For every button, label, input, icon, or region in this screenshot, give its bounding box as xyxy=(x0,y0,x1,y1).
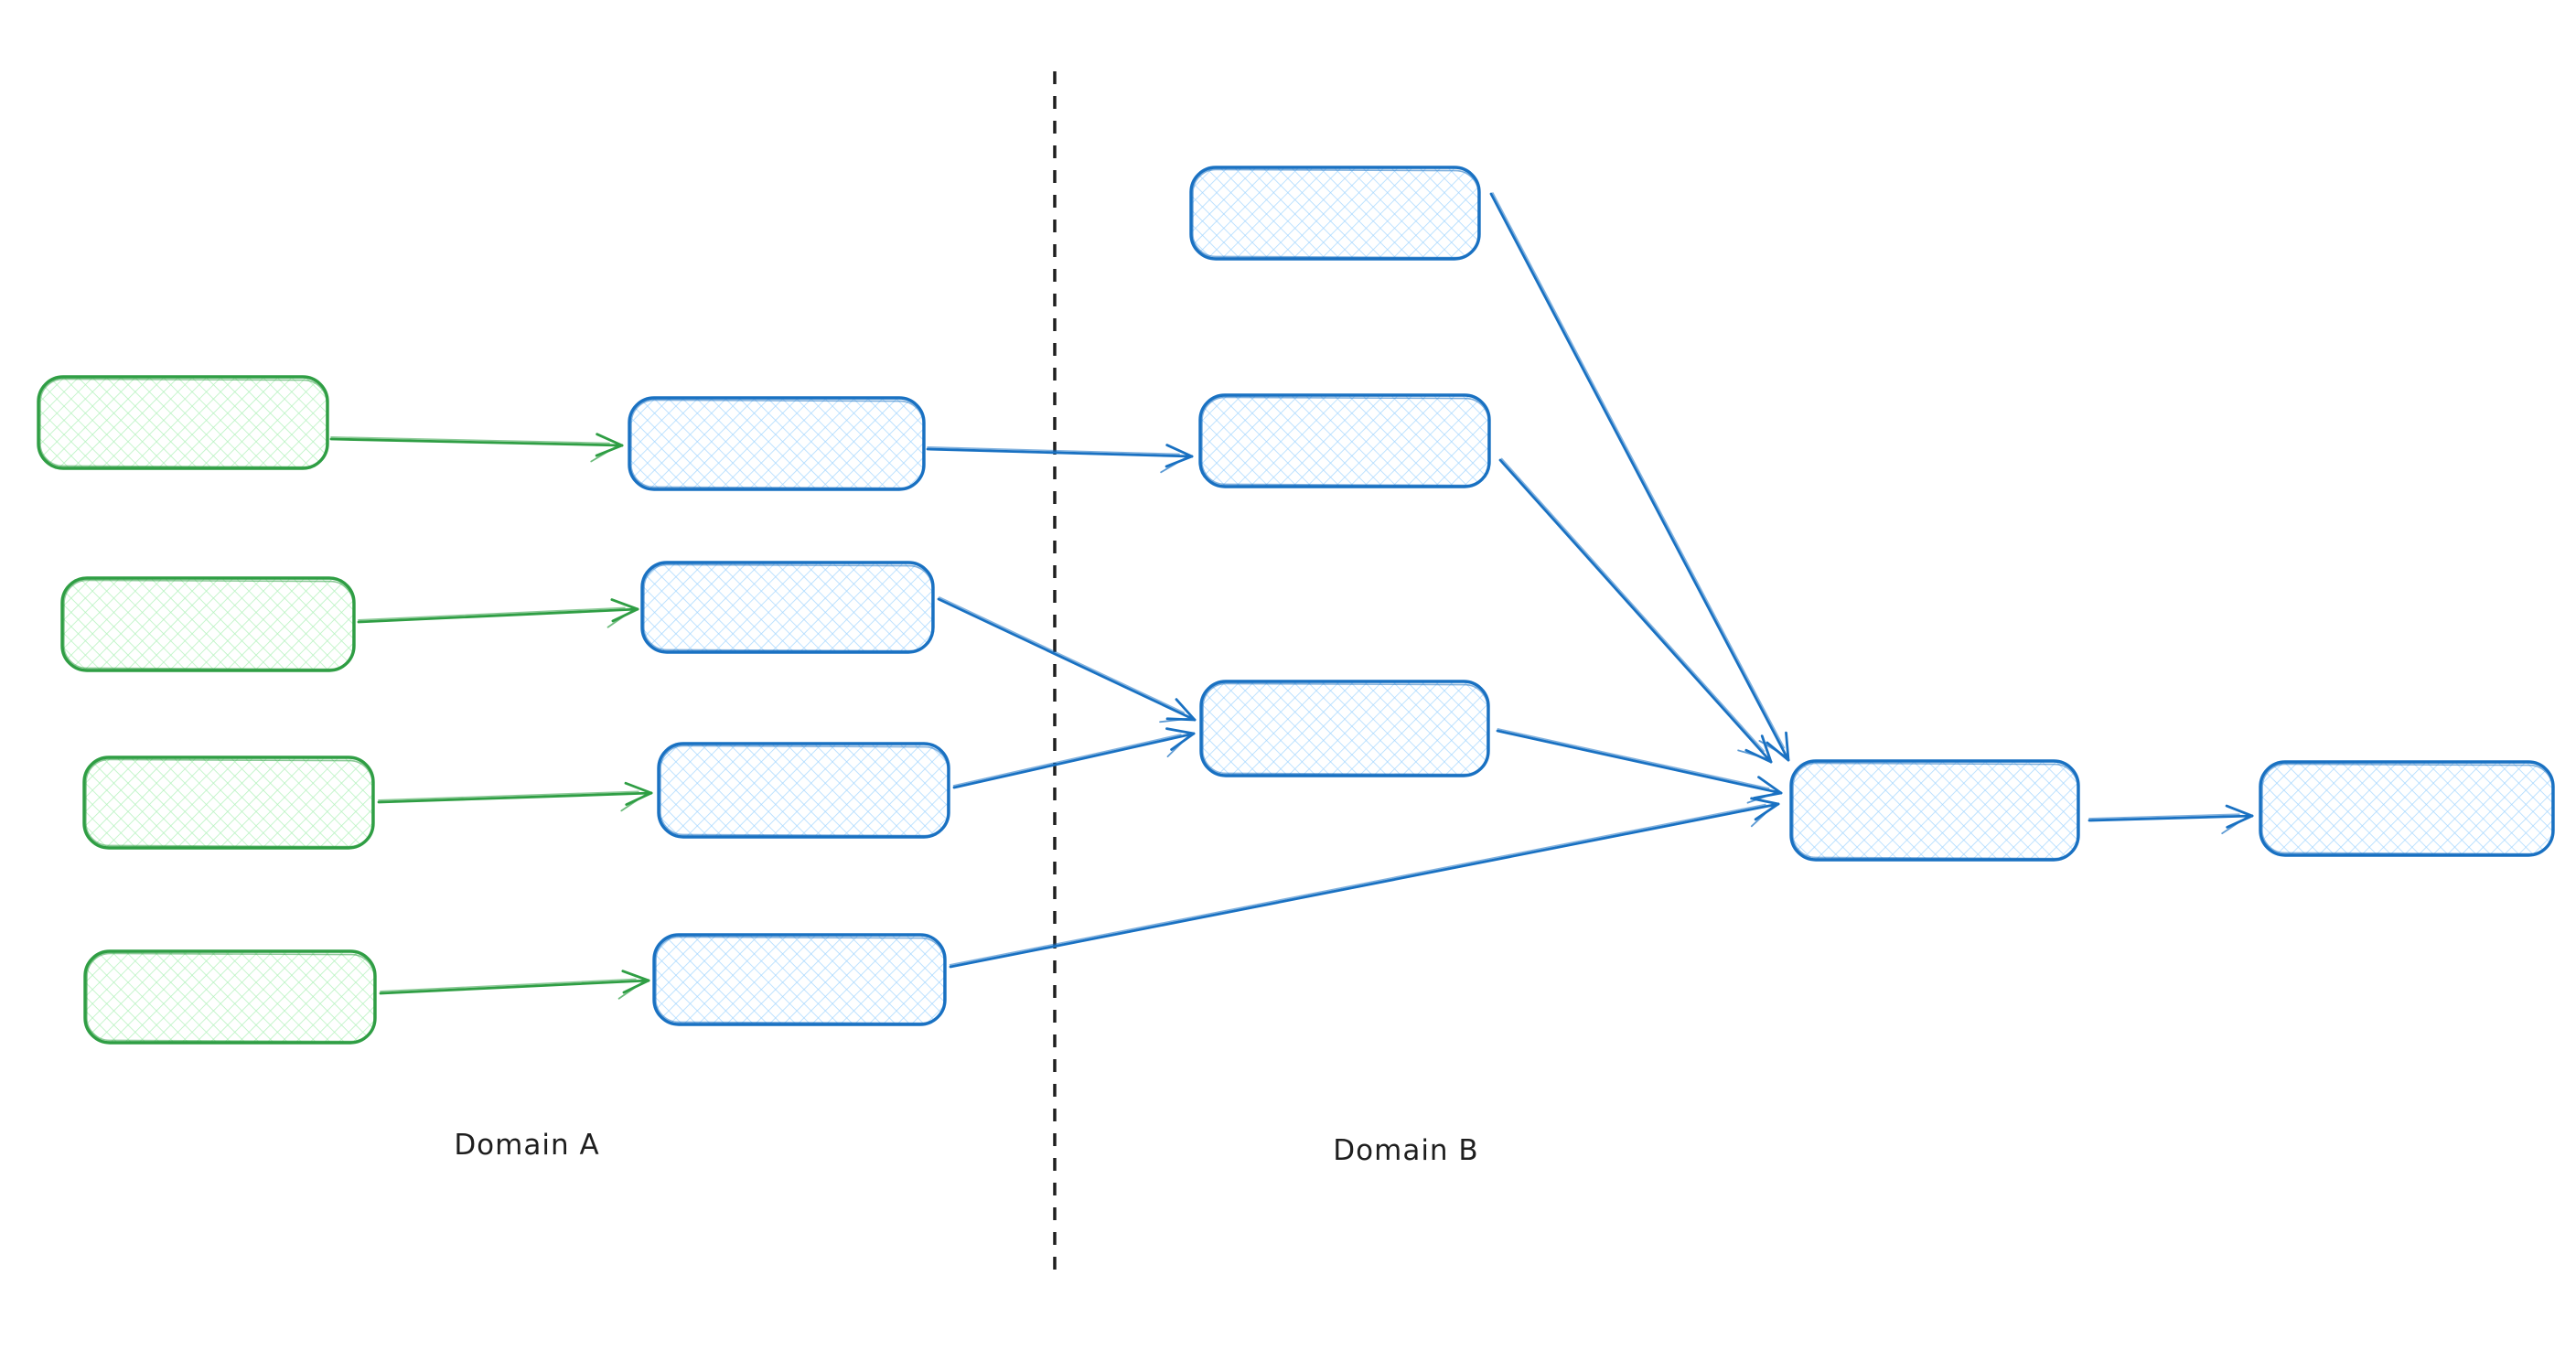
arrow-a-green-1-to-a-blue-1[interactable] xyxy=(329,433,624,463)
arrow-a-green-2-to-a-blue-2[interactable] xyxy=(357,598,639,628)
domain-a-label[interactable]: Domain A xyxy=(454,1129,599,1162)
node-a-green-4[interactable] xyxy=(83,949,377,1045)
domain-b-label[interactable]: Domain B xyxy=(1333,1134,1478,1167)
arrow-a-blue-2-to-b-blue-3[interactable] xyxy=(937,596,1197,724)
node-a-green-1[interactable] xyxy=(37,375,329,470)
node-b-blue-1[interactable] xyxy=(1189,166,1481,261)
node-b-blue-3[interactable] xyxy=(1199,680,1490,777)
arrow-b-blue-2-to-b-merge[interactable] xyxy=(1498,457,1773,764)
node-b-final[interactable] xyxy=(2259,760,2555,857)
arrow-b-blue-3-to-b-merge[interactable] xyxy=(1496,728,1783,804)
arrow-b-merge-to-b-final[interactable] xyxy=(2088,804,2254,835)
arrow-a-green-3-to-a-blue-3[interactable] xyxy=(377,781,653,812)
node-a-blue-1[interactable] xyxy=(628,396,926,491)
node-a-green-3[interactable] xyxy=(82,756,375,850)
node-a-blue-3[interactable] xyxy=(657,742,950,839)
arrow-a-blue-4-to-b-merge[interactable] xyxy=(949,797,1780,969)
node-b-merge[interactable] xyxy=(1789,759,2080,862)
arrow-b-blue-1-to-b-merge[interactable] xyxy=(1489,192,1790,762)
node-b-blue-2[interactable] xyxy=(1198,393,1491,488)
arrow-a-green-4-to-a-blue-4[interactable] xyxy=(379,970,650,1000)
node-a-green-2[interactable] xyxy=(60,576,356,672)
node-a-blue-4[interactable] xyxy=(652,933,947,1026)
arrow-a-blue-3-to-b-blue-3[interactable] xyxy=(952,727,1196,789)
node-a-blue-2[interactable] xyxy=(640,561,935,654)
arrow-a-blue-1-to-b-blue-2[interactable] xyxy=(926,444,1194,474)
